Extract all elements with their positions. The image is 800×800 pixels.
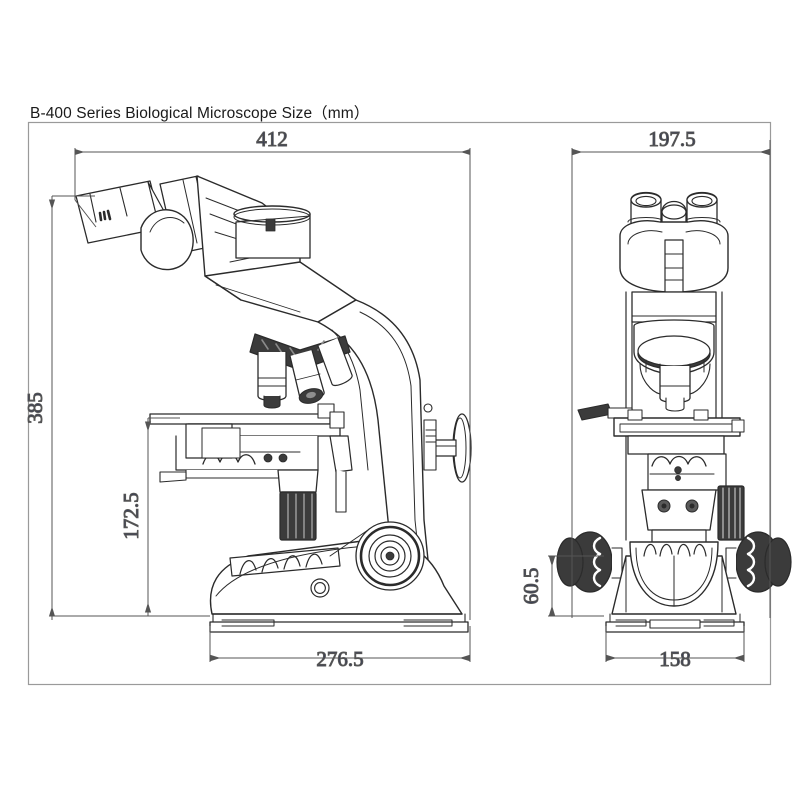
nosepiece-front <box>633 319 715 412</box>
dim-label-385: 385 <box>23 392 47 424</box>
coarse-focus-knob <box>355 521 425 591</box>
mechanical-stage <box>149 403 353 513</box>
dim-label-412: 412 <box>256 127 288 151</box>
condenser-assembly <box>277 469 319 541</box>
dim-label-276-5: 276.5 <box>316 647 363 671</box>
dim-side-overall-height: 385 <box>23 195 210 620</box>
binocular-eyepieces <box>619 191 729 293</box>
dimension-annotations: 412 385 172.5 <box>23 127 771 672</box>
dim-front-width: 197.5 <box>571 127 771 618</box>
dim-label-172-5: 172.5 <box>119 492 143 539</box>
dim-label-158: 158 <box>659 647 691 671</box>
dim-front-base-width: 158 <box>605 626 745 672</box>
page-title: B-400 Series Biological Microscope Size（… <box>30 105 370 122</box>
dim-label-197-5: 197.5 <box>648 127 695 151</box>
focus-knobs-front <box>556 531 792 593</box>
dim-leader-eyepiece <box>74 199 97 228</box>
dim-front-base-height: 60.5 <box>519 555 604 617</box>
tension-adjust-wheel <box>423 403 472 483</box>
dim-base-length: 276.5 <box>209 626 471 672</box>
nosepiece-and-objectives <box>249 333 353 409</box>
mechanical-stage-front <box>577 403 745 491</box>
trinocular-port <box>233 205 311 259</box>
side-view <box>75 175 472 633</box>
microscope-base <box>209 529 469 633</box>
base-front <box>605 541 745 633</box>
dim-label-60-5: 60.5 <box>519 568 543 605</box>
head-neck <box>631 291 717 323</box>
front-view <box>556 191 792 633</box>
dim-stage-height: 172.5 <box>119 417 180 616</box>
dim-side-overall-length: 412 <box>74 127 471 620</box>
